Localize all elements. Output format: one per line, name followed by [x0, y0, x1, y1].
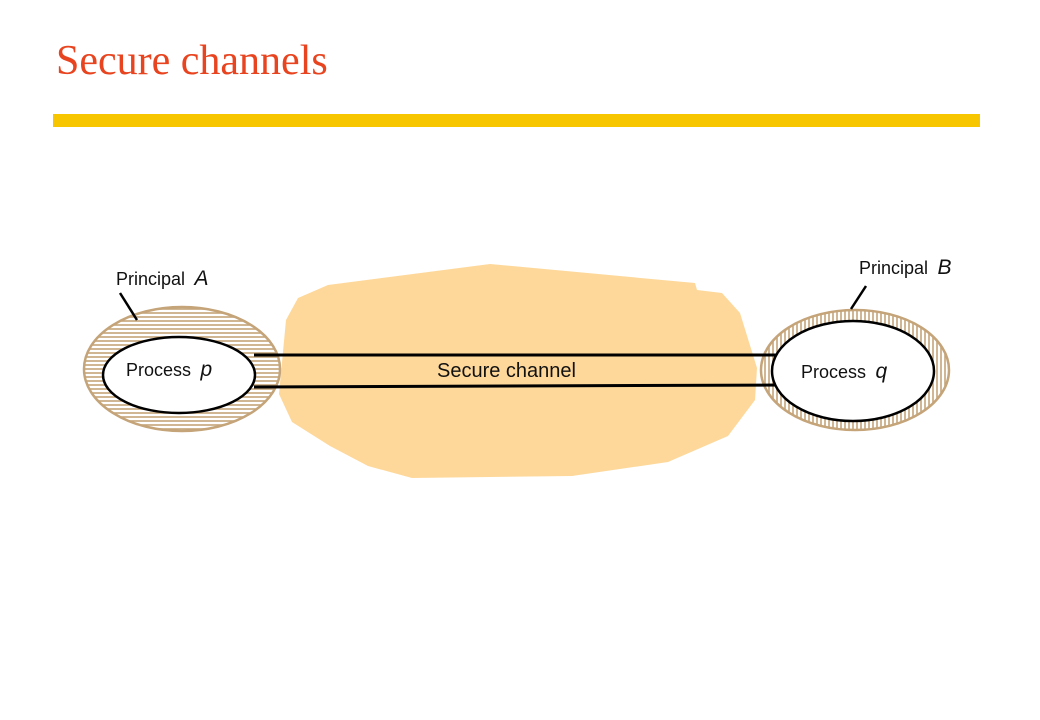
process-p-node	[101, 335, 257, 415]
slide-title: Secure channels	[56, 38, 328, 84]
principal-a-label: Principal A	[116, 267, 209, 290]
network-cloud	[279, 264, 757, 478]
principal-b-label: Principal B	[859, 256, 952, 279]
principal-a-symbol: A	[192, 267, 208, 290]
process-p-label: Process p	[126, 358, 212, 381]
principal-a-leader	[118, 292, 139, 321]
principal-a-word: Principal	[116, 269, 185, 289]
principal-b-leader	[849, 285, 868, 310]
principal-b-symbol: B	[937, 256, 951, 279]
process-q-label: Process q	[801, 360, 887, 383]
secure-channel-label: Secure channel	[437, 360, 576, 382]
process-p-symbol: p	[199, 358, 212, 381]
principal-b-word: Principal	[859, 258, 928, 278]
process-q-word: Process	[801, 362, 866, 382]
title-accent-bar	[53, 114, 980, 127]
process-q-symbol: q	[875, 360, 887, 383]
process-p-word: Process	[126, 360, 191, 380]
channel-line-bottom	[253, 383, 781, 389]
process-q-node	[770, 319, 936, 423]
